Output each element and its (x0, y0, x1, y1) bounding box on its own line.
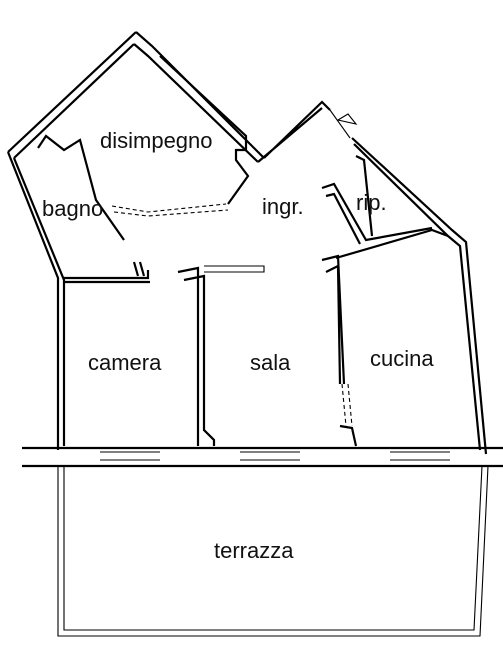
room-label-ingresso: ingr. (262, 194, 304, 219)
room-label-bagno: bagno (42, 196, 103, 221)
north-arrow-icon (336, 113, 358, 125)
room-label-ripostiglio: rip. (356, 190, 387, 215)
room-label-terrazza: terrazza (214, 538, 294, 563)
room-label-disimpegno: disimpegno (100, 128, 213, 153)
terrace-outline (57, 465, 489, 637)
facade (22, 446, 503, 468)
room-label-camera: camera (88, 350, 162, 375)
exterior-walls (6, 31, 488, 455)
interior-walls (37, 55, 449, 447)
room-label-cucina: cucina (370, 346, 434, 371)
room-label-sala: sala (250, 350, 291, 375)
openings (111, 109, 358, 427)
